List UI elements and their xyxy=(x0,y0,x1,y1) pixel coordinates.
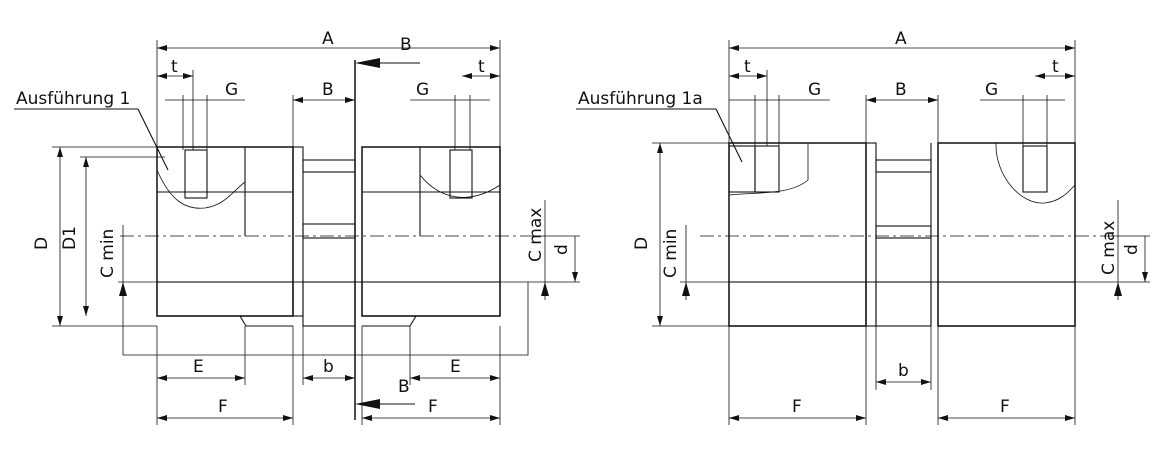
dim-F-right-label: F xyxy=(428,397,438,417)
right-hub-1a-breakout xyxy=(995,142,1076,204)
dim-1a-C-min-label: C min xyxy=(661,229,681,278)
dim-1a-A-label: A xyxy=(895,29,907,49)
spider-1a-outline xyxy=(865,142,877,327)
dim-1a-C-min-arrow xyxy=(682,282,690,296)
left-hub-breakout xyxy=(156,169,246,209)
left-hub-1a-section xyxy=(728,281,867,327)
left-hub-bolt xyxy=(184,149,208,199)
left-hub-section xyxy=(156,281,294,317)
dim-1a-C-max-label: C max xyxy=(1099,221,1119,275)
spider xyxy=(292,60,356,420)
dim-C-min-arrow xyxy=(119,282,127,296)
left-hub-1a-breakout xyxy=(728,143,809,196)
right-hub-1a xyxy=(937,142,1076,327)
dim-1a-C-max-arrow xyxy=(1114,282,1122,296)
right-hub-section xyxy=(361,281,501,317)
dim-B-bottom-arrow xyxy=(355,399,380,409)
dim-1a-G-right-label: G xyxy=(985,80,998,100)
dim-B-top-label: B xyxy=(400,35,412,55)
dim-C-max-arrow xyxy=(541,282,549,296)
right-hub-step xyxy=(362,315,500,327)
drawing-ausfuehrung-1a: Ausführung 1a A t G B G t D xyxy=(576,29,1150,425)
variant-label: Ausführung 1 xyxy=(16,89,130,109)
variant-1a-label: Ausführung 1a xyxy=(578,89,703,109)
dim-d-label: d xyxy=(552,244,572,255)
dim-F-left-label: F xyxy=(218,397,228,417)
dim-B-bottom-label: B xyxy=(398,377,410,397)
left-hub-1a xyxy=(728,142,867,327)
dim-G-right-label: G xyxy=(416,80,429,100)
left-hub-step xyxy=(157,315,293,327)
right-hub-1a-bolt xyxy=(1022,145,1048,193)
dim-E-left-label: E xyxy=(193,357,204,377)
dim-1a-B-mid-label: B xyxy=(895,80,907,100)
dim-1a-F-left-label: F xyxy=(792,397,802,417)
dim-1a-b-label: b xyxy=(898,361,909,381)
right-hub xyxy=(361,146,501,327)
dim-C-min-label: C min xyxy=(98,229,118,278)
bottom-ext-box xyxy=(123,282,529,356)
dim-D1-label: D1 xyxy=(60,226,80,250)
spider-1a xyxy=(865,142,932,327)
dim-A-label: A xyxy=(322,29,334,49)
dim-1a-t-right-label: t xyxy=(1052,57,1059,77)
dim-1a-F-right-label: F xyxy=(1000,397,1010,417)
dim-1a-D-label: D xyxy=(632,237,652,250)
left-hub-1a-outline xyxy=(728,142,867,327)
right-hub-1a-outline xyxy=(937,142,1076,327)
drawing-ausfuehrung-1: Ausführung 1 A B t G B G t xyxy=(14,29,580,425)
spider-tooth-top xyxy=(302,159,356,173)
dim-t-left-label: t xyxy=(171,57,178,77)
dim-G-left-label: G xyxy=(225,80,238,100)
right-hub-outline xyxy=(361,146,501,317)
left-hub-1a-bolt-top xyxy=(728,145,756,193)
spider-section xyxy=(302,281,356,327)
right-hub-1a-section xyxy=(937,281,1076,327)
dim-1a-G-left-label: G xyxy=(808,80,821,100)
right-hub-bolt xyxy=(449,149,473,199)
dim-C-max-label: C max xyxy=(526,208,546,262)
dim-t-right-label: t xyxy=(478,57,485,77)
spider-1a-tooth-top xyxy=(875,159,932,173)
dim-B-top-arrow xyxy=(355,58,380,68)
dim-1a-t-left-label: t xyxy=(744,57,751,77)
variant-label-leader xyxy=(137,108,169,171)
dim-E-right-label: E xyxy=(450,357,461,377)
dim-D-label: D xyxy=(32,237,52,250)
right-hub-breakout xyxy=(419,174,501,198)
dim-B-mid-label: B xyxy=(322,80,334,100)
spider-1a-section xyxy=(875,281,932,327)
left-hub-outline xyxy=(156,146,294,317)
dim-1a-d-label: d xyxy=(1122,244,1142,255)
left-hub-1a-bolt xyxy=(754,145,780,193)
left-hub xyxy=(156,146,294,327)
spider-outline xyxy=(292,146,304,317)
dim-b-label: b xyxy=(323,357,334,377)
